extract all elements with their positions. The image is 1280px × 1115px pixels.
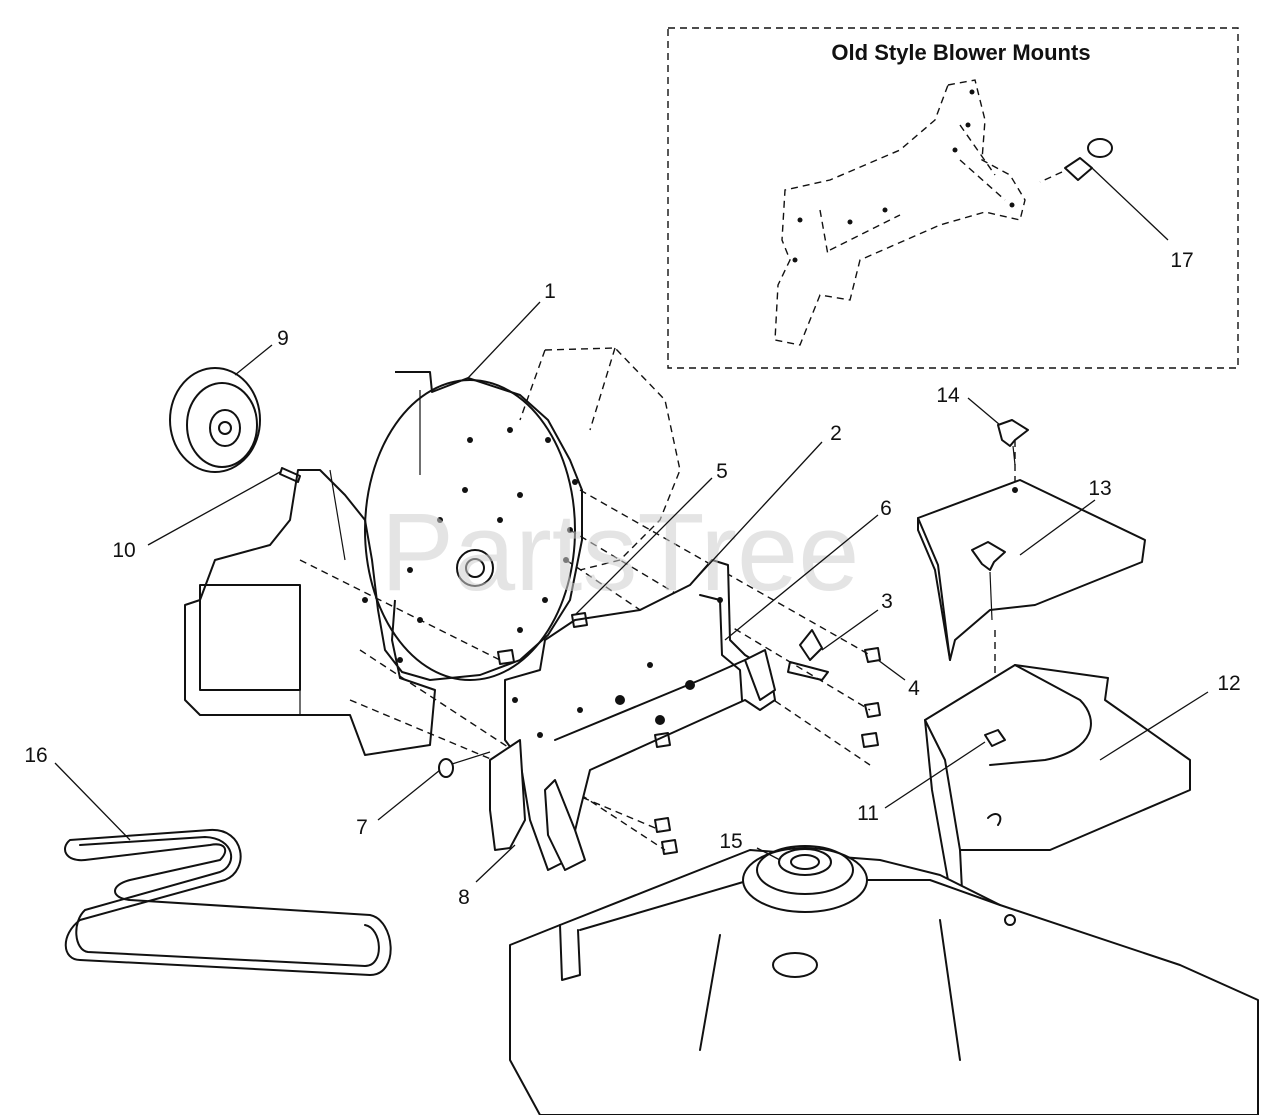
part-11-clip [984,729,1006,826]
callout-10: 10 [112,539,135,562]
inset-border [667,27,1239,369]
old-style-bracket [774,79,1026,346]
callout-5: 5 [716,460,728,483]
part-9-pulley [169,367,261,473]
callouts: 1 2 3 4 5 6 7 8 9 10 11 12 13 14 15 16 1… [24,249,1240,909]
part-13-knob [971,541,1006,621]
callout-8: 8 [458,886,470,909]
callout-16: 16 [24,744,47,767]
part-13-upper-cover [917,479,1146,661]
part-10-key [279,467,301,483]
callout-1: 1 [544,280,556,303]
part-4-bolts [497,612,881,855]
part-2-mounting-bracket [489,559,776,871]
part-15-pulley [742,845,868,913]
callout-7: 7 [356,816,368,839]
callout-4: 4 [908,677,920,700]
callout-6: 6 [880,497,892,520]
part-1-blower-housing [184,347,681,756]
callout-2: 2 [830,422,842,445]
part-3-lock-pin [787,629,829,681]
callout-13: 13 [1088,477,1111,500]
callout-3: 3 [881,590,893,613]
frame [509,849,1259,1115]
watermark: PartsTree [381,491,860,614]
inset-title: Old Style Blower Mounts [831,40,1090,65]
callout-9: 9 [277,327,289,350]
part-16-belt [64,828,392,976]
leader-lines [54,167,1209,883]
callout-12: 12 [1217,672,1240,695]
callout-15: 15 [719,830,742,853]
part-14-knob [997,419,1029,466]
part-17-knob-pin [1039,138,1113,183]
part-12-lower-cover [924,664,1191,891]
callout-17: 17 [1170,249,1193,272]
part-7-washer-bolt [438,751,491,778]
inset-old-style-blower-mounts: Old Style Blower Mounts [667,27,1239,369]
callout-14: 14 [936,384,960,407]
callout-11: 11 [857,802,879,825]
